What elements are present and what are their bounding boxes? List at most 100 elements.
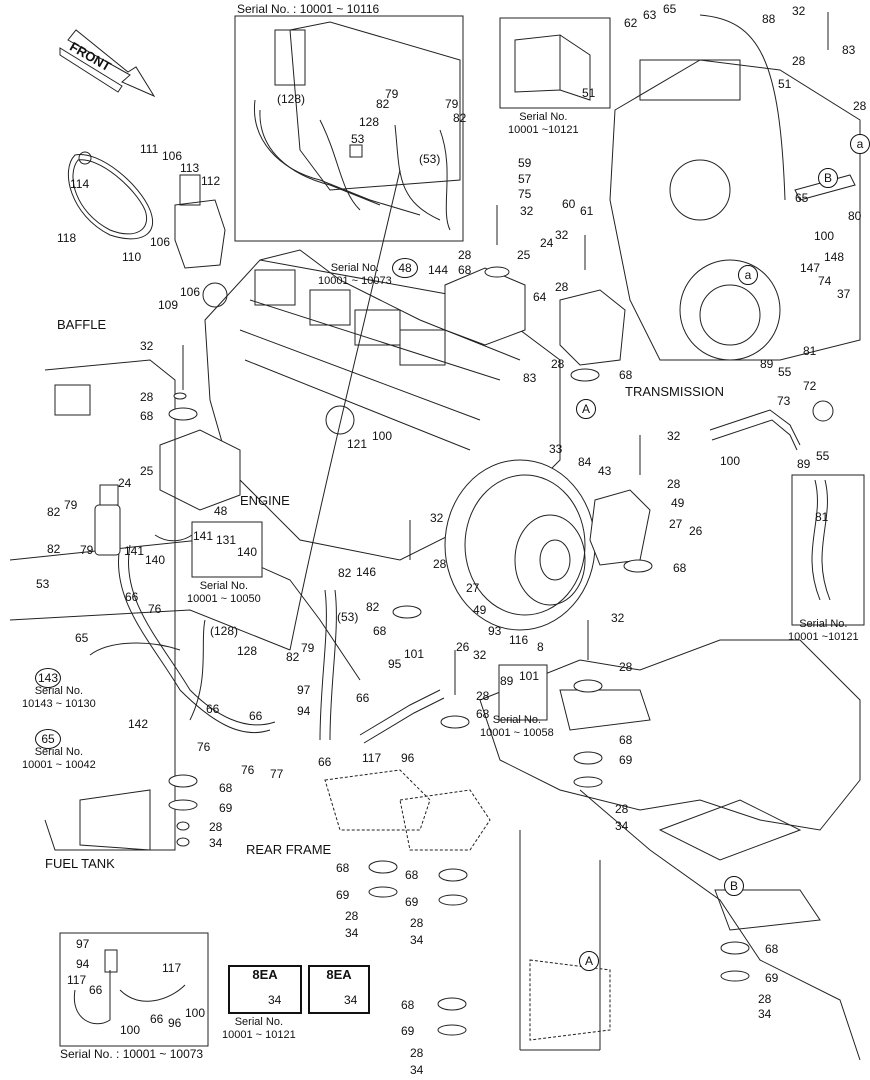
part-106c: 106 [180,285,201,299]
part-28a: 28 [792,54,806,68]
rear-frame-drawing [324,639,861,1061]
part-37: 37 [837,287,851,301]
part-81b: 81 [815,510,829,524]
part-113: 113 [180,161,200,175]
part-101a: 101 [404,647,425,661]
part-51a: 51 [778,77,792,91]
part-34f: 34 [410,1063,424,1077]
fuel-tank-drawing [9,359,361,851]
part-34b: 34 [615,819,629,833]
part-106b: 106 [150,235,171,249]
part-117a: 117 [362,751,382,765]
ea-left-box: 8EA [228,965,302,1014]
serial-part-65: Serial No. 10001 ~ 10042 [22,746,96,771]
part-57: 57 [518,172,532,186]
part-b100b: 100 [185,1006,206,1020]
part-32d: 32 [555,228,569,242]
part-97a: 97 [297,683,311,697]
part-141a: 141 [124,544,145,558]
part-28m: 28 [345,909,359,923]
part-top-53: 53 [351,132,365,146]
part-74: 74 [818,274,832,288]
part-94a: 94 [297,704,311,718]
part-66c: 66 [249,709,263,723]
part-28c: 28 [140,390,154,404]
part-62: 62 [624,16,638,30]
part-53a: 53 [36,577,50,591]
label-rear-frame: REAR FRAME [246,842,332,857]
part-66d: 66 [318,755,332,769]
part-b66b: 66 [150,1012,164,1026]
part-48: 48 [214,504,228,518]
inset-81-box [791,474,865,626]
part-b94: 94 [76,957,90,971]
part-76a: 76 [148,602,162,616]
label-baffle: BAFFLE [57,317,107,332]
part-68l: 68 [401,998,415,1012]
part-55a: 55 [778,365,792,379]
part-b100a: 100 [120,1023,141,1037]
part-114: 114 [70,177,90,191]
part-68c: 68 [458,263,472,277]
part-65b: 65 [795,191,809,205]
part-b117a: 117 [67,973,87,987]
part-68h: 68 [619,733,633,747]
part-73: 73 [777,394,791,408]
part-61: 61 [580,204,594,218]
part-68k: 68 [765,942,779,956]
circle-ref-B2: B [724,876,744,896]
part-82d: 82 [338,566,352,580]
part-43: 43 [598,464,612,478]
part-146: 146 [356,565,377,579]
front-arrow-icon [59,29,156,98]
part-93: 93 [488,624,502,638]
part-b97: 97 [76,937,90,951]
part-69a: 69 [219,801,233,815]
part-142: 142 [128,717,149,731]
part-60: 60 [562,197,576,211]
part-top-82b: 82 [453,111,467,125]
part-96a: 96 [401,751,415,765]
part-66e: 66 [356,691,370,705]
part-24b: 24 [540,236,554,250]
part-59: 59 [518,156,532,170]
part-53b: (53) [337,610,359,624]
part-100c: 100 [372,429,393,443]
part-131: 131 [216,533,237,547]
serial-part-81: Serial No. 10001 ~10121 [788,618,859,643]
part-79c: 79 [301,641,315,655]
part-66a: 66 [125,590,139,604]
circle-ref-a2: a [738,265,758,285]
part-34d: 34 [410,933,424,947]
transmission-drawing [609,14,861,361]
part-28p: 28 [410,1046,424,1060]
part-89b: 89 [797,457,811,471]
serial-part-141: Serial No. 10001 ~ 10050 [187,580,261,605]
part-28b: 28 [853,99,867,113]
part-28i: 28 [433,557,447,571]
part-82a: 82 [47,505,61,519]
part-68e: 68 [673,561,687,575]
part-88: 88 [762,12,776,26]
part-75: 75 [518,187,532,201]
part-8: 8 [537,640,544,654]
part-28e: 28 [458,248,472,262]
part-106a: 106 [162,149,183,163]
ea-right-label: 8EA [326,967,352,982]
serial-part-143: Serial No. 10143 ~ 10130 [22,685,96,710]
part-72: 72 [803,379,817,393]
part-68b: 68 [219,781,233,795]
circle-ref-A2: A [579,951,599,971]
inset-bottom-box [59,932,209,1047]
part-32f: 32 [667,429,681,443]
part-top-128a: (128) [277,92,306,106]
circle-ref-65: 65 [35,729,61,749]
belt-114 [67,154,153,240]
part-63: 63 [643,8,657,22]
part-34a: 34 [209,836,223,850]
part-34e: 34 [758,1007,772,1021]
part-28g: 28 [551,357,565,371]
part-28f: 28 [555,280,569,294]
label-engine: ENGINE [240,493,290,508]
part-26b: 26 [456,640,470,654]
